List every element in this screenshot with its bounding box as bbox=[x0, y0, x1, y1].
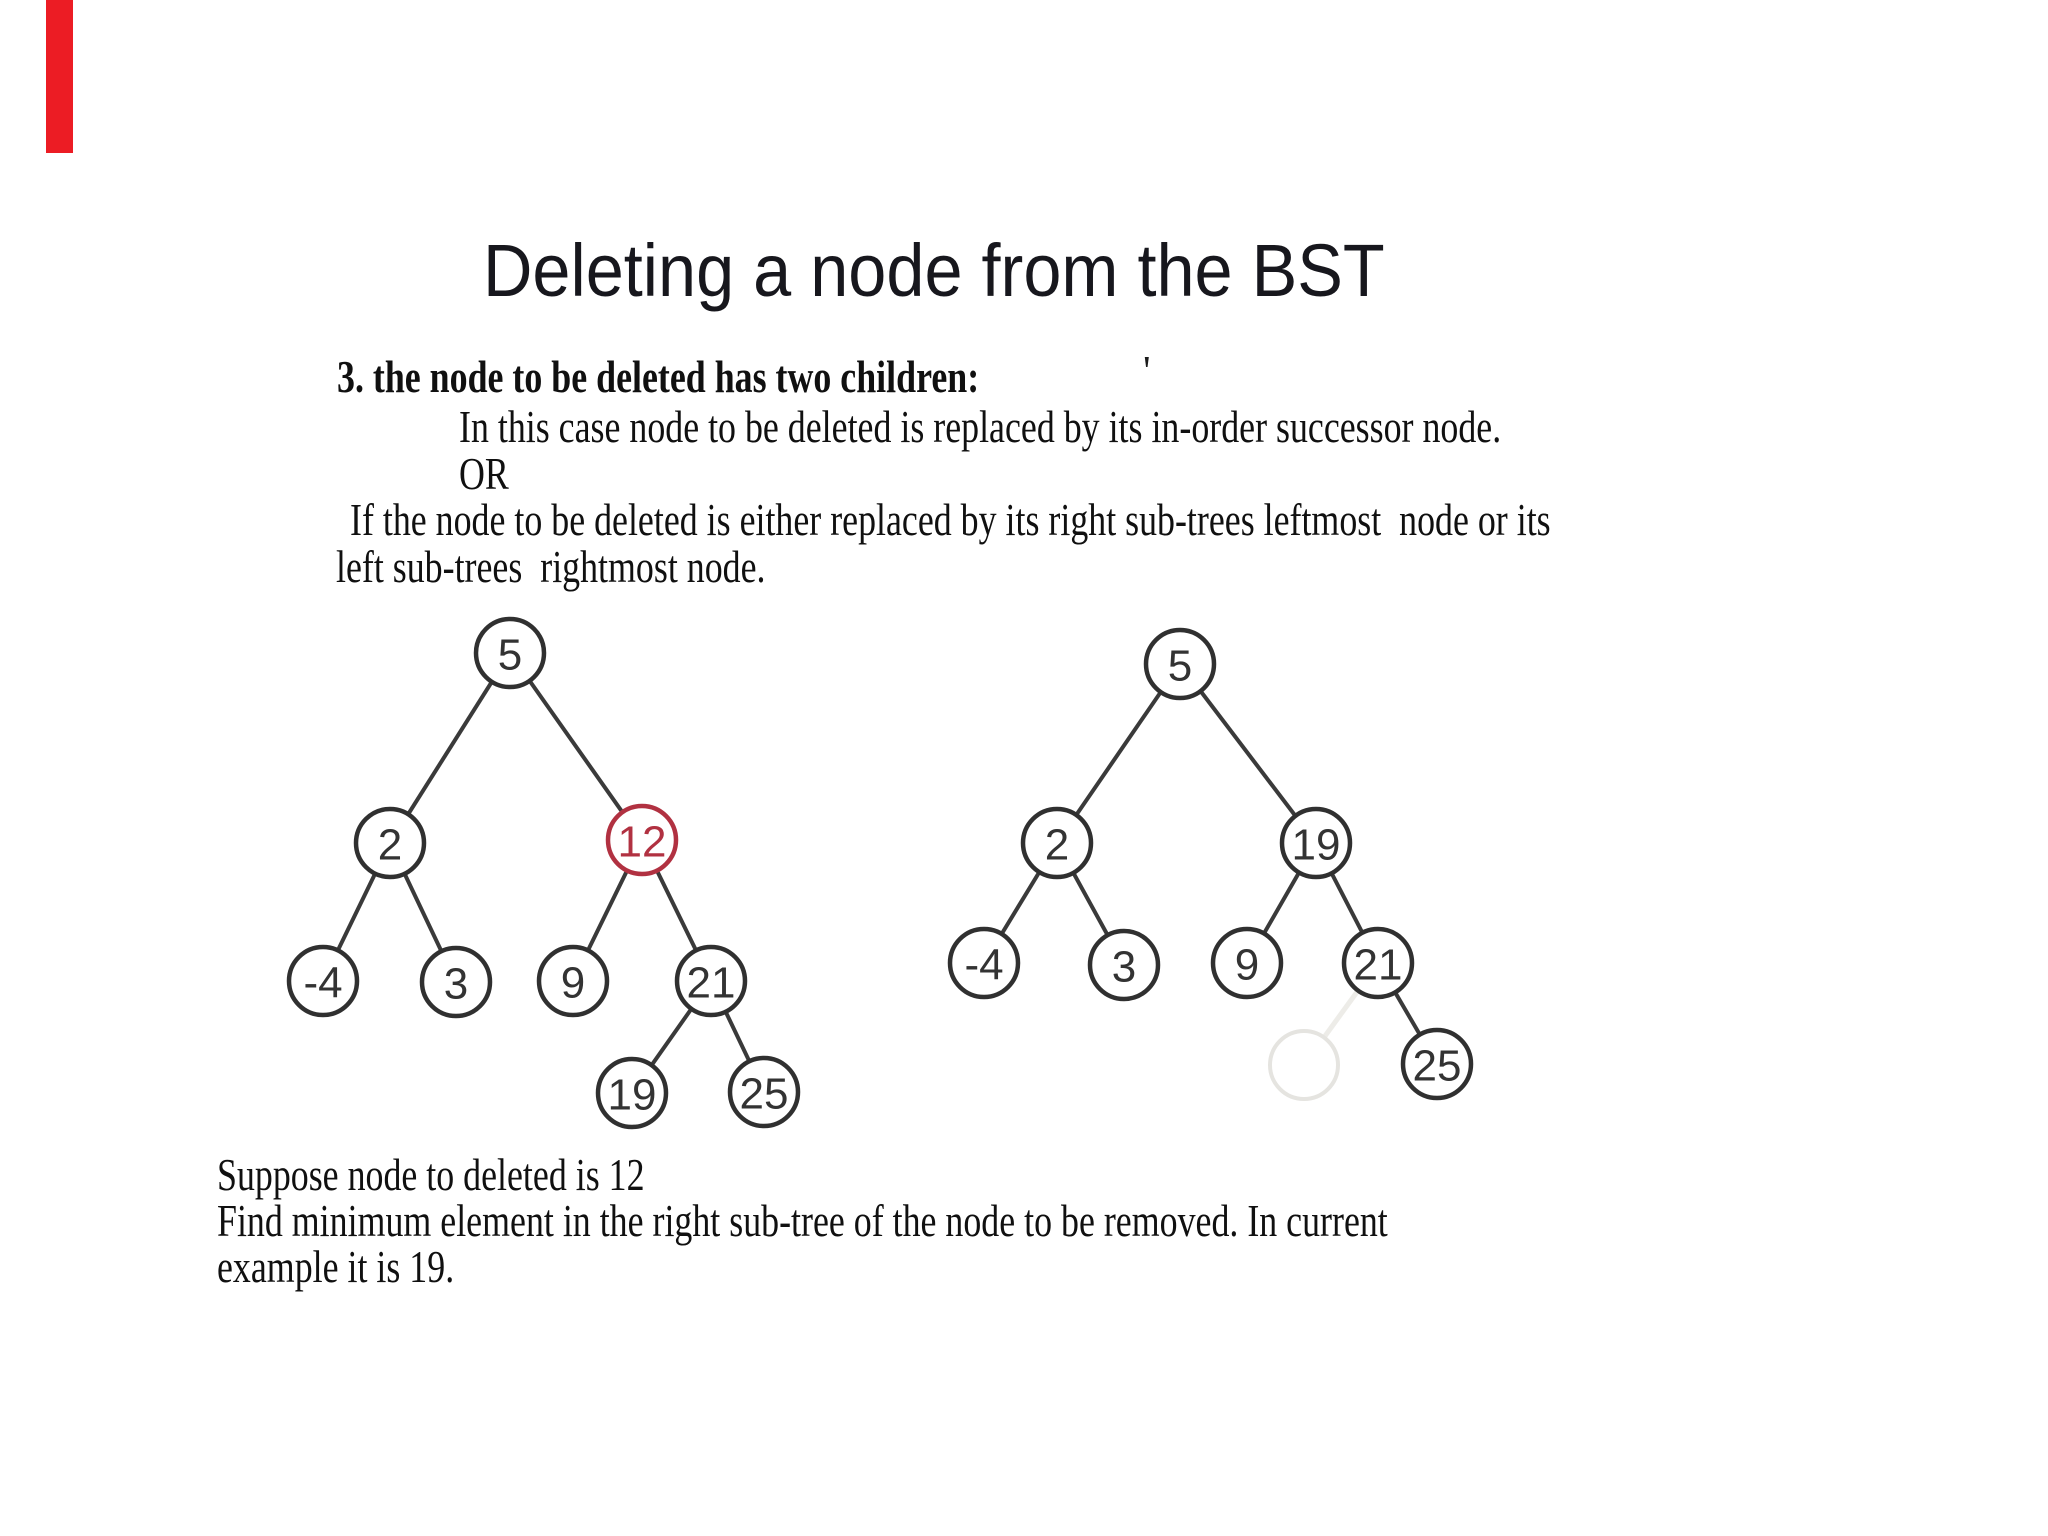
node-label: 3 bbox=[1112, 943, 1136, 992]
node-9: 9 bbox=[536, 944, 610, 1018]
node-5: 5 bbox=[473, 616, 547, 690]
node-label: 21 bbox=[1354, 941, 1403, 990]
footer-line: Suppose node to deleted is 12 bbox=[217, 1149, 645, 1200]
node-25: 25 bbox=[727, 1055, 801, 1129]
node-3: 3 bbox=[419, 945, 493, 1019]
node-label: 12 bbox=[618, 818, 667, 867]
tree-edge bbox=[508, 651, 644, 842]
node-circle bbox=[1087, 928, 1161, 1002]
node-circle bbox=[605, 803, 679, 877]
node-circle bbox=[1279, 806, 1353, 880]
section-heading: 3. the node to be deleted has two childr… bbox=[337, 351, 980, 402]
node-label: 5 bbox=[498, 631, 522, 680]
node-circle bbox=[473, 616, 547, 690]
footer-line: Find minimum element in the right sub-tr… bbox=[217, 1195, 1388, 1246]
node-label: 25 bbox=[1413, 1042, 1462, 1091]
node-2: 2 bbox=[1020, 806, 1094, 880]
node-circle bbox=[1341, 926, 1415, 1000]
node-label: 3 bbox=[444, 960, 468, 1009]
node-circle bbox=[1268, 1029, 1340, 1101]
node-21: 21 bbox=[674, 944, 748, 1018]
node-25: 25 bbox=[1400, 1027, 1474, 1101]
node-label: 5 bbox=[1168, 642, 1192, 691]
node-circle bbox=[353, 806, 427, 880]
tree-edge bbox=[388, 651, 512, 845]
node-12: 12 bbox=[605, 803, 679, 877]
node-2: 2 bbox=[353, 806, 427, 880]
body-line: In this case node to be deleted is repla… bbox=[459, 401, 1502, 452]
body-line: If the node to be deleted is either repl… bbox=[350, 494, 1551, 545]
node-circle bbox=[595, 1056, 669, 1130]
stray-apostrophe-mark: ' bbox=[1143, 349, 1151, 395]
node-circle bbox=[1210, 926, 1284, 1000]
node-label: 9 bbox=[561, 959, 585, 1008]
node-circle bbox=[1400, 1027, 1474, 1101]
node-circle bbox=[286, 944, 360, 1018]
node-circle bbox=[536, 944, 610, 1018]
body-line: left sub-trees rightmost node. bbox=[336, 541, 766, 592]
body-line: OR bbox=[459, 448, 509, 499]
left-edge-accent-bar bbox=[46, 0, 73, 153]
node-label: -4 bbox=[303, 959, 342, 1008]
node-label: 21 bbox=[687, 959, 736, 1008]
node-label: 19 bbox=[1292, 821, 1341, 870]
node-label: 19 bbox=[608, 1071, 657, 1120]
node-label: 2 bbox=[378, 821, 402, 870]
node--4: -4 bbox=[286, 944, 360, 1018]
node--4: -4 bbox=[947, 926, 1021, 1000]
node-circle bbox=[1143, 627, 1217, 701]
node-circle bbox=[727, 1055, 801, 1129]
node-circle bbox=[674, 944, 748, 1018]
node-5: 5 bbox=[1143, 627, 1217, 701]
node-9: 9 bbox=[1210, 926, 1284, 1000]
node-19: 19 bbox=[1279, 806, 1353, 880]
bst-tree-before-deletion: 5 2 12 -4 3 9 21 19 25 bbox=[286, 616, 801, 1130]
bst-tree-after-deletion: 5 2 19 -4 3 9 21 25 bbox=[947, 627, 1474, 1101]
node-19: 19 bbox=[595, 1056, 669, 1130]
node-circle bbox=[1020, 806, 1094, 880]
node-21: 21 bbox=[1341, 926, 1415, 1000]
node-circle bbox=[947, 926, 1021, 1000]
node-label: 2 bbox=[1045, 821, 1069, 870]
tree-edge bbox=[1178, 662, 1318, 845]
node-label: 25 bbox=[740, 1070, 789, 1119]
node-circle bbox=[419, 945, 493, 1019]
footer-line: example it is 19. bbox=[217, 1241, 455, 1292]
node-ghost-placeholder bbox=[1268, 1029, 1340, 1101]
node-label: 9 bbox=[1235, 941, 1259, 990]
node-3: 3 bbox=[1087, 928, 1161, 1002]
page-title: Deleting a node from the BST bbox=[483, 229, 1385, 312]
node-label: -4 bbox=[964, 941, 1003, 990]
